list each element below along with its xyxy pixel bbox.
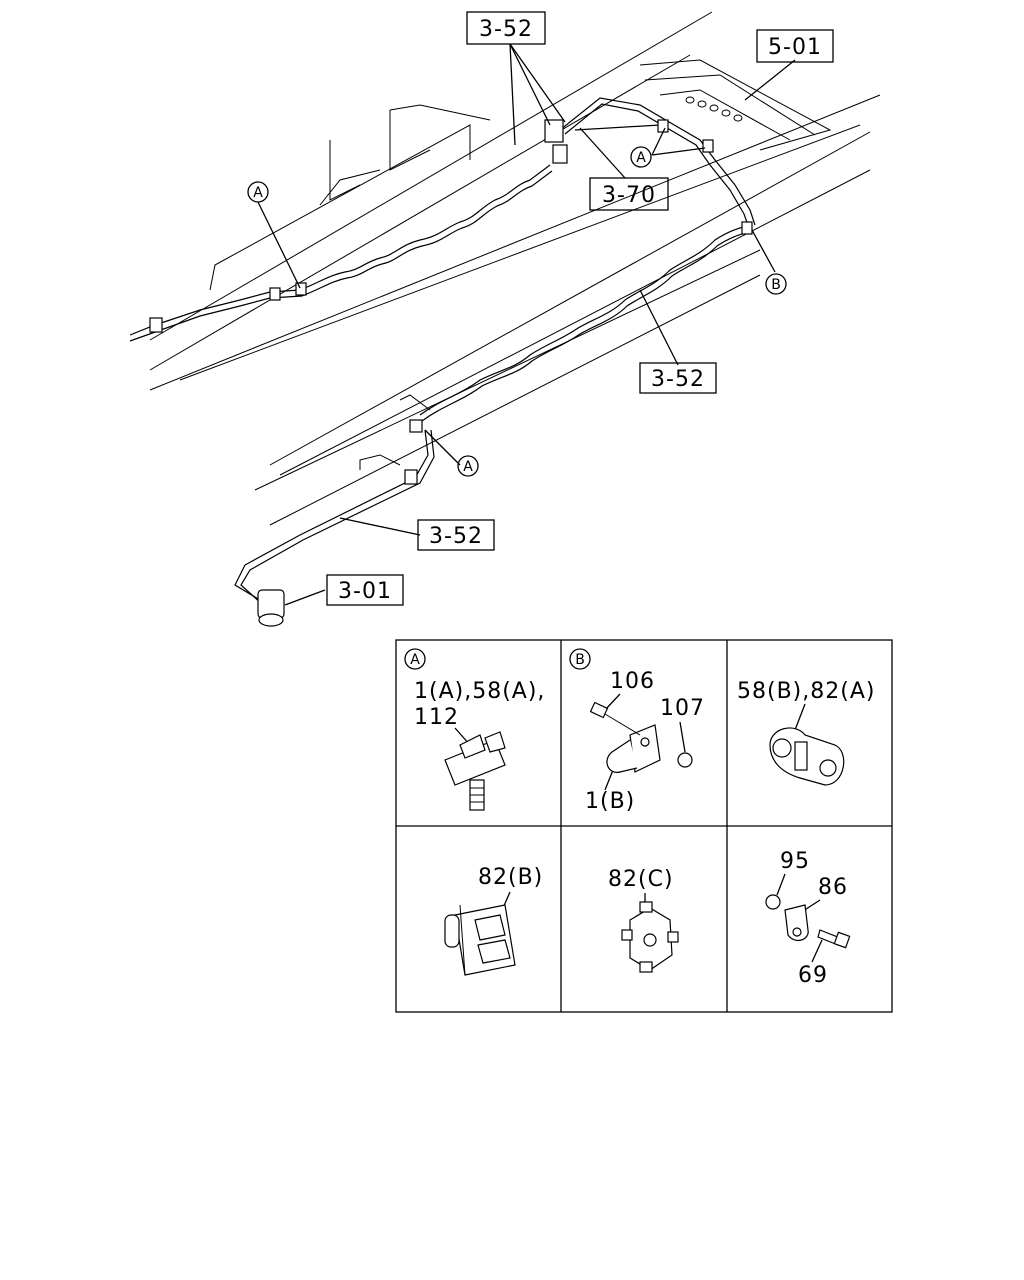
ref-box-top-3-52: 3-52 bbox=[466, 11, 546, 45]
part-number-112: 112 bbox=[414, 705, 459, 730]
clip-left-2 bbox=[295, 282, 307, 296]
detail-panel-e: 82(C) bbox=[608, 867, 679, 973]
svg-text:A: A bbox=[410, 652, 420, 668]
part-number-1b: 1(B) bbox=[585, 789, 635, 814]
marker-a-lower: A bbox=[457, 455, 479, 477]
svg-text:B: B bbox=[575, 652, 585, 668]
part-number-69: 69 bbox=[798, 963, 828, 988]
wheel-cylinder bbox=[257, 589, 285, 627]
pipe-clips bbox=[149, 119, 753, 627]
ref-box-low-3-52: 3-52 bbox=[417, 519, 495, 551]
detail-table bbox=[395, 639, 893, 1013]
marker-b-right: B bbox=[765, 273, 787, 295]
ref-label: 5-01 bbox=[768, 35, 822, 60]
svg-text:A: A bbox=[463, 459, 473, 475]
detail-panel-b: B 106 107 1(B) bbox=[569, 648, 705, 814]
marker-a-upper: A bbox=[630, 146, 652, 168]
ref-label: 3-52 bbox=[429, 524, 483, 549]
clip-part-b-drawing bbox=[589, 701, 693, 773]
part-numbers-a: 1(A),58(A), bbox=[414, 679, 545, 704]
clip-upper-a2 bbox=[702, 139, 714, 153]
svg-text:B: B bbox=[771, 277, 781, 293]
part-number-86: 86 bbox=[818, 875, 848, 900]
marker-a-left: A bbox=[247, 181, 269, 203]
part-number-107: 107 bbox=[660, 696, 705, 721]
leader-lines bbox=[257, 43, 796, 606]
clip-left-1 bbox=[269, 287, 281, 301]
ref-box-top-5-01: 5-01 bbox=[756, 29, 834, 63]
svg-text:A: A bbox=[636, 150, 646, 166]
cross-member-holes bbox=[685, 96, 743, 122]
tee-joint-upper bbox=[544, 119, 564, 143]
ref-label: 3-70 bbox=[602, 183, 656, 208]
clip-part-d-drawing bbox=[444, 904, 516, 976]
part-numbers-c: 58(B),82(A) bbox=[737, 679, 875, 704]
clip-part-a-drawing bbox=[444, 731, 506, 811]
part-number-82c: 82(C) bbox=[608, 867, 674, 892]
clip-lower-union bbox=[404, 469, 418, 485]
detail-panel-f: 95 86 69 bbox=[765, 849, 851, 988]
detail-panel-d: 82(B) bbox=[444, 865, 543, 976]
clip-b bbox=[741, 221, 753, 235]
detail-panel-a: A 1(A),58(A), 112 bbox=[404, 648, 545, 811]
ref-box-mid-3-52: 3-52 bbox=[639, 362, 717, 394]
clip-part-c-drawing bbox=[769, 727, 845, 786]
part-number-95: 95 bbox=[780, 849, 810, 874]
ref-label: 3-52 bbox=[479, 17, 533, 42]
svg-text:A: A bbox=[253, 185, 263, 201]
tee-joint-lower bbox=[552, 144, 568, 164]
clip-left-end bbox=[149, 317, 163, 333]
clip-lower-a bbox=[409, 419, 423, 433]
chassis-frame bbox=[149, 11, 881, 526]
clip-part-e-drawing bbox=[621, 901, 679, 973]
clip-upper-a1 bbox=[657, 119, 669, 133]
clip-part-f-drawing bbox=[765, 894, 851, 949]
ref-box-low-3-01: 3-01 bbox=[326, 574, 404, 606]
ref-box-mid-3-70: 3-70 bbox=[589, 177, 669, 211]
part-number-82b: 82(B) bbox=[478, 865, 543, 890]
detail-panel-c: 58(B),82(A) bbox=[737, 679, 875, 786]
ref-label: 3-01 bbox=[338, 579, 392, 604]
brake-pipes bbox=[129, 97, 756, 606]
ref-label: 3-52 bbox=[651, 367, 705, 392]
part-number-106: 106 bbox=[610, 669, 655, 694]
